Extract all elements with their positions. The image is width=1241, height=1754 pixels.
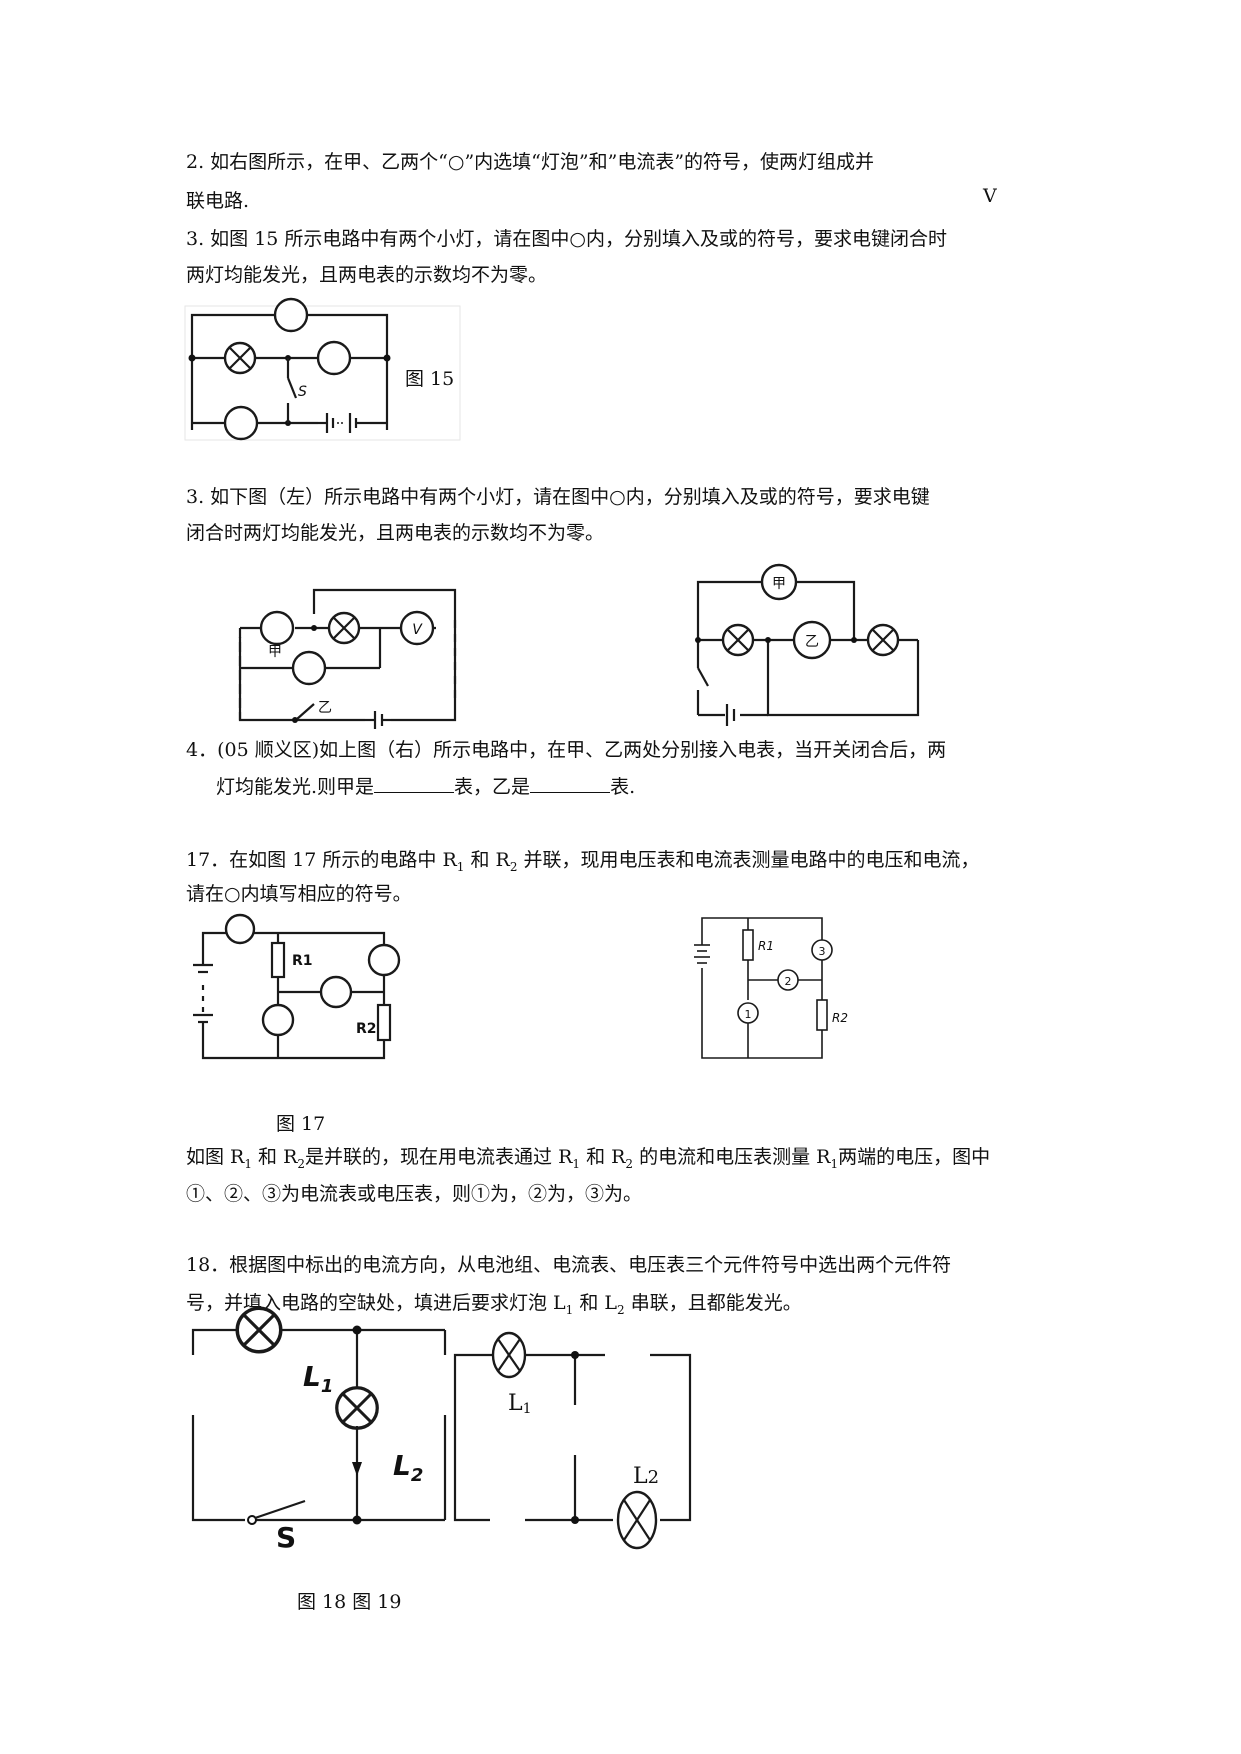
q17-sub1: 1 [456, 859, 465, 874]
fig-q3-left-circuit: V 甲 乙 [238, 588, 457, 732]
fig18-circuit: L1 L2 S [191, 1306, 447, 1554]
fig19-circuit: L1 L2 [453, 1331, 692, 1550]
fig19-l1-label: L1 [508, 1391, 532, 1417]
fig18-l1-label: L1 [303, 1360, 333, 1397]
fig-q3l-empty-circle-yi[interactable] [291, 650, 327, 686]
fig17-r2-label: R2 [356, 1021, 377, 1037]
q17-line1-b: 和 R [464, 849, 510, 871]
q2-line2: 联电路. [186, 190, 250, 212]
q18-line2-a: 号，并填入电路的空缺处，填进后要求灯泡 L [186, 1292, 566, 1314]
fig17-circuit: R1 R2 [193, 913, 401, 1060]
fig17-empty-circle-mid[interactable] [319, 975, 353, 1009]
fig-q3l-switch-icon[interactable] [296, 703, 315, 720]
fig15-bulb-icon [223, 341, 257, 375]
q3a-line2: 两灯均能发光，且两电表的示数均不为零。 [186, 264, 548, 286]
q17t2-sub-b: 2 [297, 1156, 306, 1171]
fig17-label: 图 17 [276, 1113, 326, 1135]
fig-q4r-label-jia: 甲 [772, 576, 786, 592]
q17t2-sub-c: 1 [572, 1156, 581, 1171]
fig-q3l-label-yi: 乙 [318, 700, 332, 716]
fig-q4r-switch-icon[interactable] [697, 667, 709, 687]
fig17-r1-label: R1 [292, 953, 313, 969]
q4-blank-yi[interactable] [530, 770, 611, 793]
q17-line1-a: 17．在如图 17 所示的电路中 R [186, 849, 457, 871]
fig-q3l-bulb-icon [327, 611, 361, 645]
q2-line1: 2. 如右图所示，在甲、乙两个“○”内选填“灯泡”和”电流表”的符号，使两灯组成… [186, 151, 875, 173]
fig-q4r-circle-yi[interactable] [792, 620, 832, 660]
q18-line1: 18．根据图中标出的电流方向，从电池组、电流表、电压表三个元件符号中选出两个元件… [186, 1254, 952, 1276]
fig18-19-label: 图 18 图 19 [297, 1591, 402, 1613]
q17-line2: 请在○内填写相应的符号。 [186, 883, 412, 905]
fig-q4r-bulb-right-icon [866, 623, 900, 657]
fig17r-m3-label: 3 [819, 945, 826, 958]
fig17r-r2-label: R2 [832, 1011, 848, 1025]
q17t2-f: 两端的电压，图中 [838, 1146, 991, 1168]
fig17r-r1-label: R1 [758, 939, 774, 953]
fig-q3l-label-jia: 甲 [268, 644, 282, 660]
q18-sub2: 2 [617, 1302, 625, 1317]
q17t2-d: 和 R [580, 1146, 626, 1168]
fig18-current-arrow-icon [352, 1462, 362, 1476]
q17t2-a: 如图 R [186, 1146, 245, 1168]
q17t2-sub-d: 2 [625, 1156, 634, 1171]
fig17-right-circuit: R1 2 3 1 R2 [694, 917, 848, 1059]
fig-q3l-empty-circle-jia[interactable] [259, 610, 295, 646]
q17-text2-line1: 如图 R1 和 R2是并联的，现在用电流表通过 R1 和 R2 的电流和电压表测… [186, 1138, 990, 1183]
q17t2-sub-a: 1 [244, 1156, 252, 1171]
q4-line2: 灯均能发光.则甲是 表，乙是 表. [216, 768, 635, 806]
q3b-line2: 闭合时两灯均能发光，且两电表的示数均不为零。 [186, 522, 605, 544]
fig-q3l-voltmeter [399, 610, 435, 646]
fig18-switch-icon[interactable] [254, 1499, 306, 1520]
q2-stray-v: V [983, 185, 997, 207]
q4-line1: 4．(05 顺义区)如上图（右）所示电路中，在甲、乙两处分别接入电表，当开关闭合… [186, 739, 947, 761]
fig17r-m2-label: 2 [785, 975, 792, 988]
fig17-r1 [270, 941, 286, 979]
fig17r-meter-2[interactable] [777, 969, 799, 991]
fig-q4r-bulb-left-icon [721, 623, 755, 657]
q18-sub1: 1 [565, 1302, 574, 1317]
q3a-line1: 3. 如图 15 所示电路中有两个小灯，请在图中○内，分别填入及或的符号，要求电… [186, 228, 948, 250]
q4-line2-a: 灯均能发光.则甲是 [216, 776, 375, 798]
fig17-empty-circle-left[interactable] [261, 1003, 295, 1037]
fig15-switch-icon[interactable] [286, 377, 298, 399]
q17-sub2: 2 [509, 859, 518, 874]
q18-line2: 号，并填入电路的空缺处，填进后要求灯泡 L1 和 L2 串联，且都能发光。 [186, 1284, 802, 1329]
fig17-r2 [376, 1003, 392, 1042]
fig18-switch-label: S [276, 1521, 296, 1554]
q17-text2-line2: ①、②、③为电流表或电压表，则①为，②为，③为。 [186, 1183, 643, 1205]
fig15-empty-circle-mid[interactable] [316, 340, 352, 376]
fig-q3l-voltmeter-label: V [412, 622, 423, 638]
fig18-l1-bulb-icon [335, 1386, 379, 1430]
q17t2-c: 是并联的，现在用电流表通过 R [305, 1146, 573, 1168]
q17t2-b: 和 R [252, 1146, 298, 1168]
q17-line1-c: 并联，现用电压表和电流表测量电路中的电压和电流， [517, 849, 980, 871]
q3b-line1: 3. 如下图（左）所示电路中有两个小灯，请在图中○内，分别填入及或的符号，要求电… [186, 486, 930, 508]
q18-line2-b: 和 L [573, 1292, 618, 1314]
fig17r-r1 [742, 929, 754, 961]
fig17-empty-circle-right[interactable] [367, 943, 401, 977]
fig18-l2-label: L2 [393, 1449, 423, 1486]
fig15-empty-circle-bottom[interactable] [223, 405, 259, 441]
q4-line2-c: 表. [610, 776, 636, 798]
q4-blank-jia[interactable] [374, 770, 455, 793]
fig17-empty-circle-top[interactable] [224, 913, 256, 945]
q17t2-sub-e: 1 [830, 1156, 839, 1171]
fig15-label: 图 15 [405, 368, 454, 390]
fig-q4r-circle-jia[interactable] [760, 563, 798, 601]
q4-line2-b: 表，乙是 [454, 776, 531, 798]
q18-line2-c: 串联，且都能发光。 [624, 1292, 802, 1314]
fig-q4-right-circuit: 甲 乙 [695, 563, 920, 726]
q17t2-e: 的电流和电压表测量 R [633, 1146, 831, 1168]
fig18-top-bulb-icon [235, 1306, 283, 1354]
fig15-switch-label: S [298, 384, 307, 400]
fig-q4r-label-yi: 乙 [805, 634, 819, 650]
fig17r-m1-label: 1 [745, 1008, 752, 1021]
q17-line1: 17．在如图 17 所示的电路中 R1 和 R2 并联，现用电压表和电流表测量电… [186, 841, 980, 886]
fig15-circuit: S 图 15 [184, 297, 461, 441]
fig17r-r2 [816, 999, 828, 1031]
fig19-l2-label: L2 [633, 1464, 659, 1489]
fig15-empty-circle-top[interactable] [273, 297, 309, 333]
